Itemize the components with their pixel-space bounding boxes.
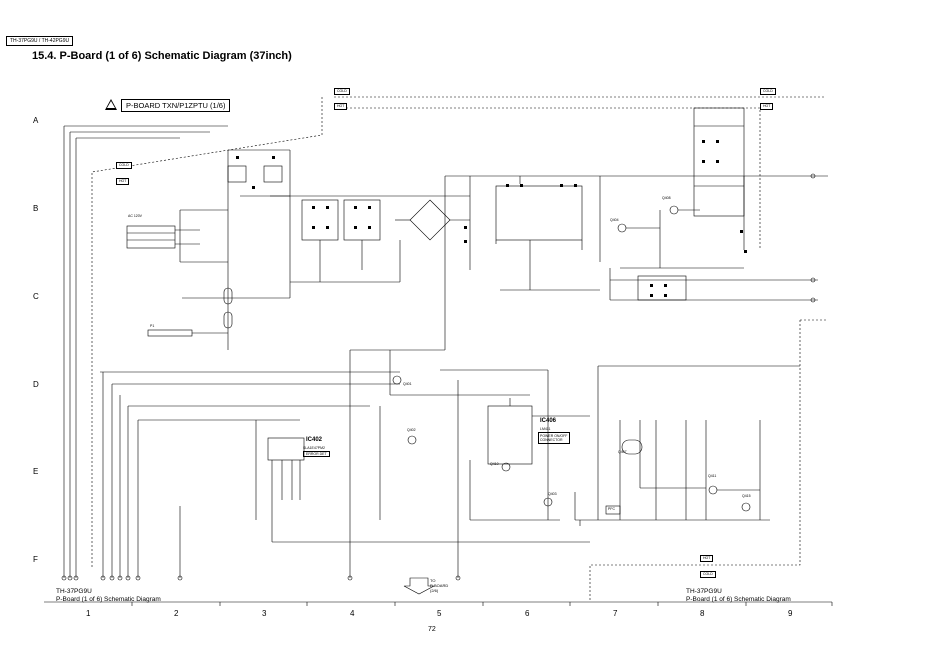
pfc-label: PFC bbox=[608, 507, 615, 511]
col-num-8: 8 bbox=[700, 609, 705, 618]
row-letter-d: D bbox=[33, 380, 39, 389]
col-num-9: 9 bbox=[788, 609, 793, 618]
transistor-q404: Q404 bbox=[610, 218, 619, 222]
ic402-part: SLA1E47PM2 bbox=[303, 446, 325, 450]
ic402-label: IC402 bbox=[306, 437, 323, 443]
arrow-label-to: TO bbox=[430, 578, 436, 583]
page-number: 72 bbox=[428, 626, 436, 633]
arrow-label-page: (2/6) bbox=[430, 588, 439, 593]
col-num-3: 3 bbox=[262, 609, 267, 618]
transistor-q411: Q411 bbox=[708, 474, 717, 478]
ic406-part: LM411 bbox=[540, 427, 551, 431]
cold-tag-top: COLD bbox=[334, 88, 350, 95]
hot-tag-top: HOT bbox=[334, 103, 348, 110]
transistor-q403: Q403 bbox=[548, 492, 557, 496]
transistor-q410: Q410 bbox=[490, 462, 499, 466]
hot-tag-bottom: HOT bbox=[700, 555, 714, 562]
footer-right: TH-37PG9U P-Board (1 of 6) Schematic Dia… bbox=[686, 588, 791, 604]
ac-input-label: AC 120V bbox=[128, 214, 143, 218]
ic406-box: POWER ON/OFF CONNECTOR bbox=[538, 432, 570, 444]
row-letter-c: C bbox=[33, 292, 39, 301]
warning-icon bbox=[105, 99, 117, 110]
transistor-q408: Q408 bbox=[662, 196, 671, 200]
col-num-1: 1 bbox=[86, 609, 91, 618]
hot-tag-top-right: HOT bbox=[760, 103, 774, 110]
footer-left-model: TH-37PG9U bbox=[56, 588, 92, 595]
col-num-4: 4 bbox=[350, 609, 355, 618]
cold-tag-top-right: COLD bbox=[760, 88, 776, 95]
col-num-5: 5 bbox=[437, 609, 442, 618]
arrow-label-board: P-BOARD bbox=[430, 583, 449, 588]
model-tag: TH-37PG9U / TH-42PG9U bbox=[6, 36, 74, 46]
transistor-q415: Q415 bbox=[742, 494, 751, 498]
row-letter-b: B bbox=[33, 204, 39, 213]
board-label: P-BOARD TXN/P1ZPTU (1/6) bbox=[121, 99, 231, 112]
col-num-7: 7 bbox=[613, 609, 618, 618]
ic406-label: IC406 bbox=[540, 418, 557, 424]
footer-left-caption: P-Board (1 of 6) Schematic Diagram bbox=[56, 596, 161, 603]
page-title: 15.4. P-Board (1 of 6) Schematic Diagram… bbox=[32, 50, 292, 62]
row-letter-e: E bbox=[33, 467, 39, 476]
footer-right-caption: P-Board (1 of 6) Schematic Diagram bbox=[686, 596, 791, 603]
transistor-q407: Q407 bbox=[618, 450, 627, 454]
row-letter-a: A bbox=[33, 116, 39, 125]
ic402-function: ERROR DET bbox=[303, 451, 330, 457]
connector-label: P1 bbox=[150, 324, 155, 328]
transistor-q401: Q401 bbox=[403, 382, 412, 386]
col-num-6: 6 bbox=[525, 609, 530, 618]
footer-left: TH-37PG9U P-Board (1 of 6) Schematic Dia… bbox=[56, 588, 161, 604]
cold-tag-left: COLD bbox=[116, 162, 132, 169]
footer-right-model: TH-37PG9U bbox=[686, 588, 722, 595]
transistor-q402: Q402 bbox=[407, 428, 416, 432]
cold-tag-bottom: COLD bbox=[700, 571, 716, 578]
row-letter-f: F bbox=[33, 555, 38, 564]
col-num-2: 2 bbox=[174, 609, 179, 618]
hot-tag-left: HOT bbox=[116, 178, 130, 185]
